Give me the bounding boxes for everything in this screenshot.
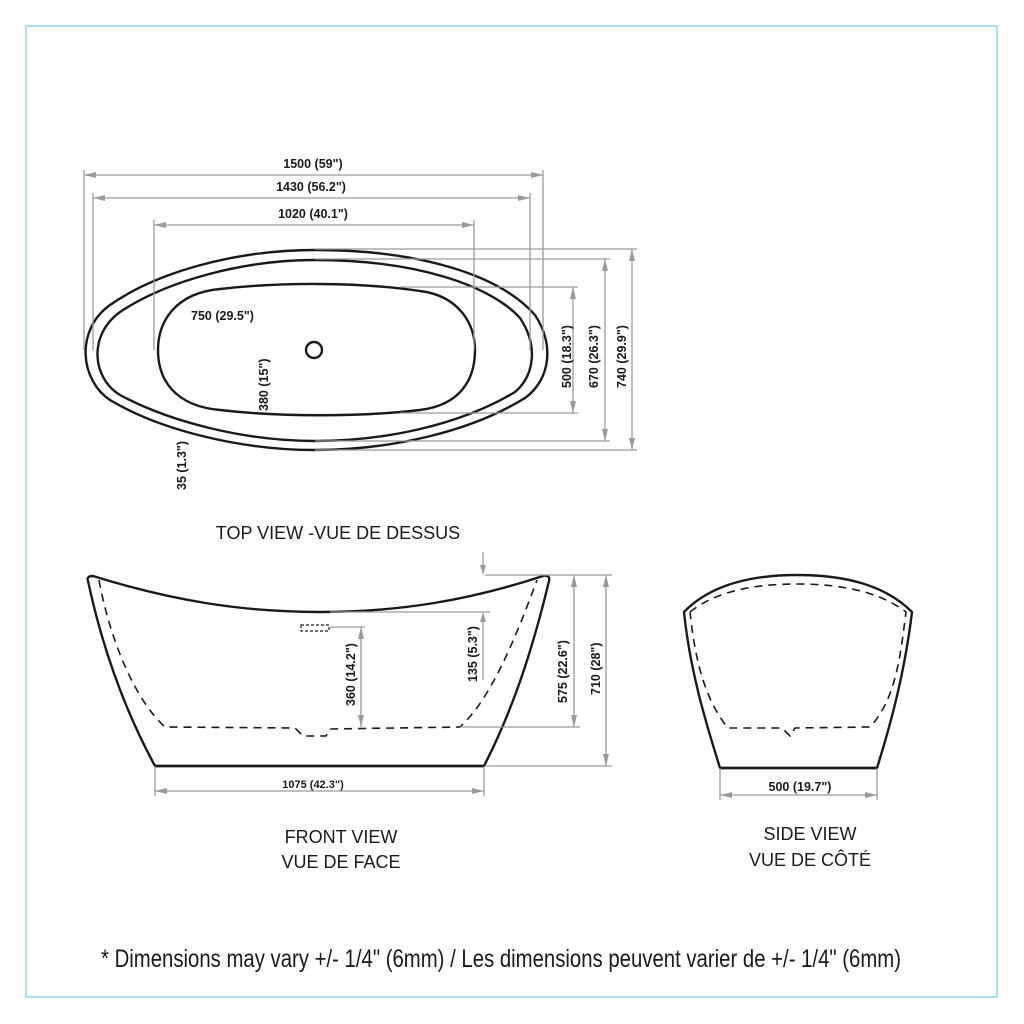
dim-rim-thickness: 35 (1.3") (175, 441, 189, 490)
dim-rim-length: 1430 (56.2") (276, 180, 346, 194)
dim-overall-length: 1500 (59") (283, 157, 342, 171)
dim-depth: 575 (22.6") (556, 640, 570, 703)
dim-overall-width: 740 (29.9") (615, 325, 629, 388)
side-view-caption-en: SIDE VIEW (763, 824, 856, 844)
basin-outline (156, 282, 477, 417)
front-view-caption-fr: VUE DE FACE (281, 852, 400, 872)
overflow-icon (300, 624, 330, 632)
dim-rim-width: 670 (26.3") (587, 325, 601, 388)
dim-base-length: 1075 (42.3") (282, 779, 344, 791)
front-outline (86, 574, 551, 768)
dim-side-base-width: 500 (19.7") (769, 780, 832, 794)
dim-basin-length: 1020 (40.1") (278, 207, 348, 221)
dim-overall-height: 710 (28") (589, 643, 603, 695)
outer-rim-outline (84, 248, 549, 452)
front-inner-basin (98, 579, 538, 737)
dim-rim-drop: 135 (5.3") (466, 626, 480, 682)
dim-basin-width: 500 (18.3") (560, 325, 574, 388)
dim-basin-bottom-width: 380 (15") (257, 359, 271, 411)
side-outline (682, 573, 914, 770)
dim-overflow-height: 360 (14.2") (344, 643, 358, 706)
top-view: 1500 (59") 1430 (56.2") 1020 (40.1") 750… (83, 157, 637, 543)
side-view-caption-fr: VUE DE CÔTÉ (749, 849, 871, 870)
drain-icon (304, 340, 324, 360)
side-view: 500 (19.7") SIDE VIEW VUE DE CÔTÉ (682, 573, 914, 870)
dim-basin-bottom-length: 750 (29.5") (191, 309, 254, 323)
inner-rim-outline (96, 258, 533, 443)
front-view: 135 (5.3") 360 (14.2") 575 (22.6") 710 (… (86, 552, 612, 872)
dimensions-footnote: * Dimensions may vary +/- 1/4" (6mm) / L… (101, 945, 901, 973)
front-view-caption-en: FRONT VIEW (285, 827, 398, 847)
drawing-frame (25, 25, 998, 998)
top-view-caption: TOP VIEW -VUE DE DESSUS (216, 523, 460, 543)
side-inner-basin (689, 583, 907, 738)
